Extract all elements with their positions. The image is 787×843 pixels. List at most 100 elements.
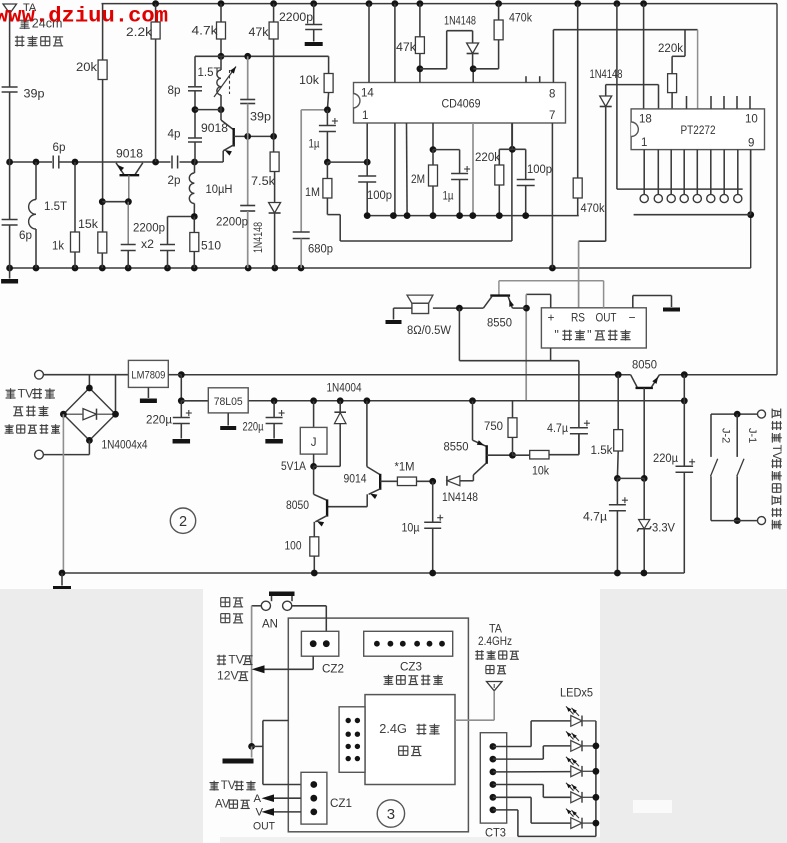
svg-text:8550: 8550 [444, 440, 469, 454]
svg-text:CZ2: CZ2 [322, 662, 344, 676]
svg-text:1N4148: 1N4148 [442, 490, 478, 504]
svg-text:10µH: 10µH [206, 182, 233, 196]
svg-text:78L05: 78L05 [214, 396, 243, 408]
svg-text:TA: TA [23, 2, 37, 14]
svg-text:10k: 10k [299, 73, 320, 87]
svg-text:x2: x2 [141, 237, 154, 251]
svg-text:5V1A: 5V1A [281, 459, 307, 473]
svg-text:220µ: 220µ [146, 413, 172, 427]
svg-text:3.3V: 3.3V [652, 521, 676, 535]
svg-text:2200p: 2200p [216, 215, 248, 229]
svg-text:4p: 4p [168, 127, 181, 141]
svg-text:OUT: OUT [596, 313, 617, 325]
svg-text:220µ: 220µ [243, 420, 264, 434]
svg-text:*1M: *1M [395, 460, 415, 474]
svg-text:AN: AN [262, 617, 278, 631]
svg-text:CT3: CT3 [485, 826, 506, 840]
svg-text:1.5k: 1.5k [591, 443, 614, 457]
svg-text:680p: 680p [308, 242, 333, 256]
svg-text:14: 14 [361, 88, 374, 100]
svg-text:10k: 10k [532, 464, 550, 478]
svg-text:3: 3 [387, 806, 395, 823]
svg-text:1N4148: 1N4148 [444, 14, 476, 28]
svg-text:LM7809: LM7809 [131, 370, 165, 382]
svg-text:1N4004: 1N4004 [327, 381, 362, 395]
svg-text:9018: 9018 [116, 147, 143, 161]
svg-text:8050: 8050 [286, 498, 309, 512]
svg-text:2.2k: 2.2k [126, 25, 153, 39]
svg-text:18: 18 [639, 114, 652, 126]
svg-text:20k: 20k [76, 60, 98, 74]
svg-text:470k: 470k [509, 11, 533, 25]
svg-text:2200p: 2200p [133, 221, 165, 235]
svg-text:9: 9 [748, 138, 754, 150]
svg-text:2200p: 2200p [279, 10, 313, 24]
svg-text:220µ: 220µ [653, 451, 678, 465]
svg-text:TV: TV [228, 653, 244, 667]
svg-text:OUT: OUT [253, 821, 275, 833]
svg-text:PT2272: PT2272 [681, 123, 716, 137]
svg-text:1.5T: 1.5T [198, 65, 221, 79]
svg-text:24cm: 24cm [32, 16, 63, 30]
svg-text:CD4069: CD4069 [442, 97, 481, 111]
svg-text:": " [554, 328, 558, 342]
svg-text:1: 1 [641, 137, 647, 149]
svg-text:2p: 2p [168, 173, 181, 187]
svg-text:1: 1 [362, 110, 368, 122]
svg-text:8550: 8550 [487, 316, 512, 330]
svg-text:1µ: 1µ [309, 137, 320, 151]
svg-text:1k: 1k [52, 239, 65, 253]
svg-text:47k: 47k [249, 25, 270, 39]
svg-text:100: 100 [285, 539, 302, 553]
svg-text:12V: 12V [217, 669, 240, 683]
svg-text:10: 10 [745, 114, 758, 126]
svg-text:220k: 220k [658, 41, 684, 55]
svg-text:510: 510 [201, 239, 221, 253]
svg-text:7.5k: 7.5k [251, 174, 276, 188]
svg-text:8p: 8p [168, 83, 181, 97]
svg-text:47k: 47k [396, 40, 417, 54]
svg-text:6p: 6p [53, 140, 66, 154]
svg-text:LEDx5: LEDx5 [560, 686, 593, 700]
svg-text:J-2: J-2 [720, 428, 732, 443]
svg-text:9018: 9018 [201, 121, 228, 135]
svg-text:100p: 100p [527, 162, 552, 176]
svg-text:A: A [254, 793, 262, 805]
svg-text:8050: 8050 [632, 358, 657, 372]
svg-text:4.7k: 4.7k [192, 24, 219, 38]
svg-text:www.dziuu.com: www.dziuu.com [0, 6, 168, 29]
svg-text:750: 750 [484, 419, 503, 433]
svg-text:470k: 470k [581, 201, 606, 215]
svg-text:1N4004x4: 1N4004x4 [102, 438, 148, 452]
svg-text:4.7µ: 4.7µ [583, 510, 607, 524]
svg-text:8Ω/0.5W: 8Ω/0.5W [407, 323, 451, 337]
svg-text:220k: 220k [475, 150, 501, 164]
svg-text:2.4G: 2.4G [379, 721, 407, 736]
svg-text:2: 2 [179, 514, 187, 530]
svg-text:TV: TV [221, 780, 236, 792]
svg-text:9014: 9014 [344, 472, 367, 486]
svg-text:2M: 2M [411, 172, 425, 186]
svg-text:10µ: 10µ [402, 521, 420, 535]
svg-text:8: 8 [549, 89, 555, 101]
svg-text:39p: 39p [24, 87, 45, 101]
svg-text:1.5T: 1.5T [44, 199, 67, 213]
svg-text:": " [587, 328, 591, 342]
svg-text:TV: TV [18, 386, 35, 400]
svg-text:CZ1: CZ1 [330, 796, 352, 810]
svg-text:6p: 6p [19, 228, 32, 242]
svg-text:−: − [628, 311, 635, 325]
svg-text:1N4148: 1N4148 [251, 222, 265, 253]
svg-text:AV: AV [215, 799, 230, 811]
svg-text:J-1: J-1 [746, 428, 758, 443]
svg-text:7: 7 [549, 110, 555, 122]
svg-text:CZ3: CZ3 [400, 660, 422, 674]
svg-text:2.4GHz: 2.4GHz [478, 635, 512, 648]
svg-text:1M: 1M [305, 185, 320, 199]
svg-text:+: + [547, 311, 554, 325]
svg-text:V: V [256, 807, 264, 819]
svg-text:1µ: 1µ [443, 189, 454, 203]
svg-text:TV: TV [770, 445, 784, 460]
svg-text:RS: RS [571, 313, 585, 325]
svg-text:100p: 100p [367, 188, 392, 202]
